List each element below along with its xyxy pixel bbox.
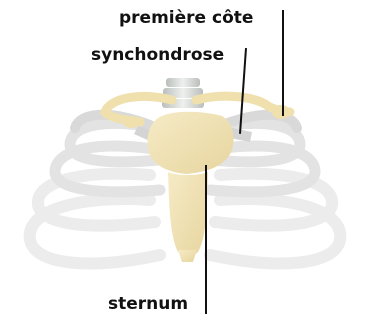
label-synchondrosis: synchondrose <box>91 45 224 65</box>
first-rib-left-end <box>123 116 139 128</box>
label-first-rib: première côte <box>119 8 253 28</box>
leader-sternum <box>205 165 207 314</box>
label-sternum: sternum <box>108 294 188 314</box>
leader-first-rib <box>282 10 284 116</box>
first-rib-right-end <box>272 105 290 119</box>
